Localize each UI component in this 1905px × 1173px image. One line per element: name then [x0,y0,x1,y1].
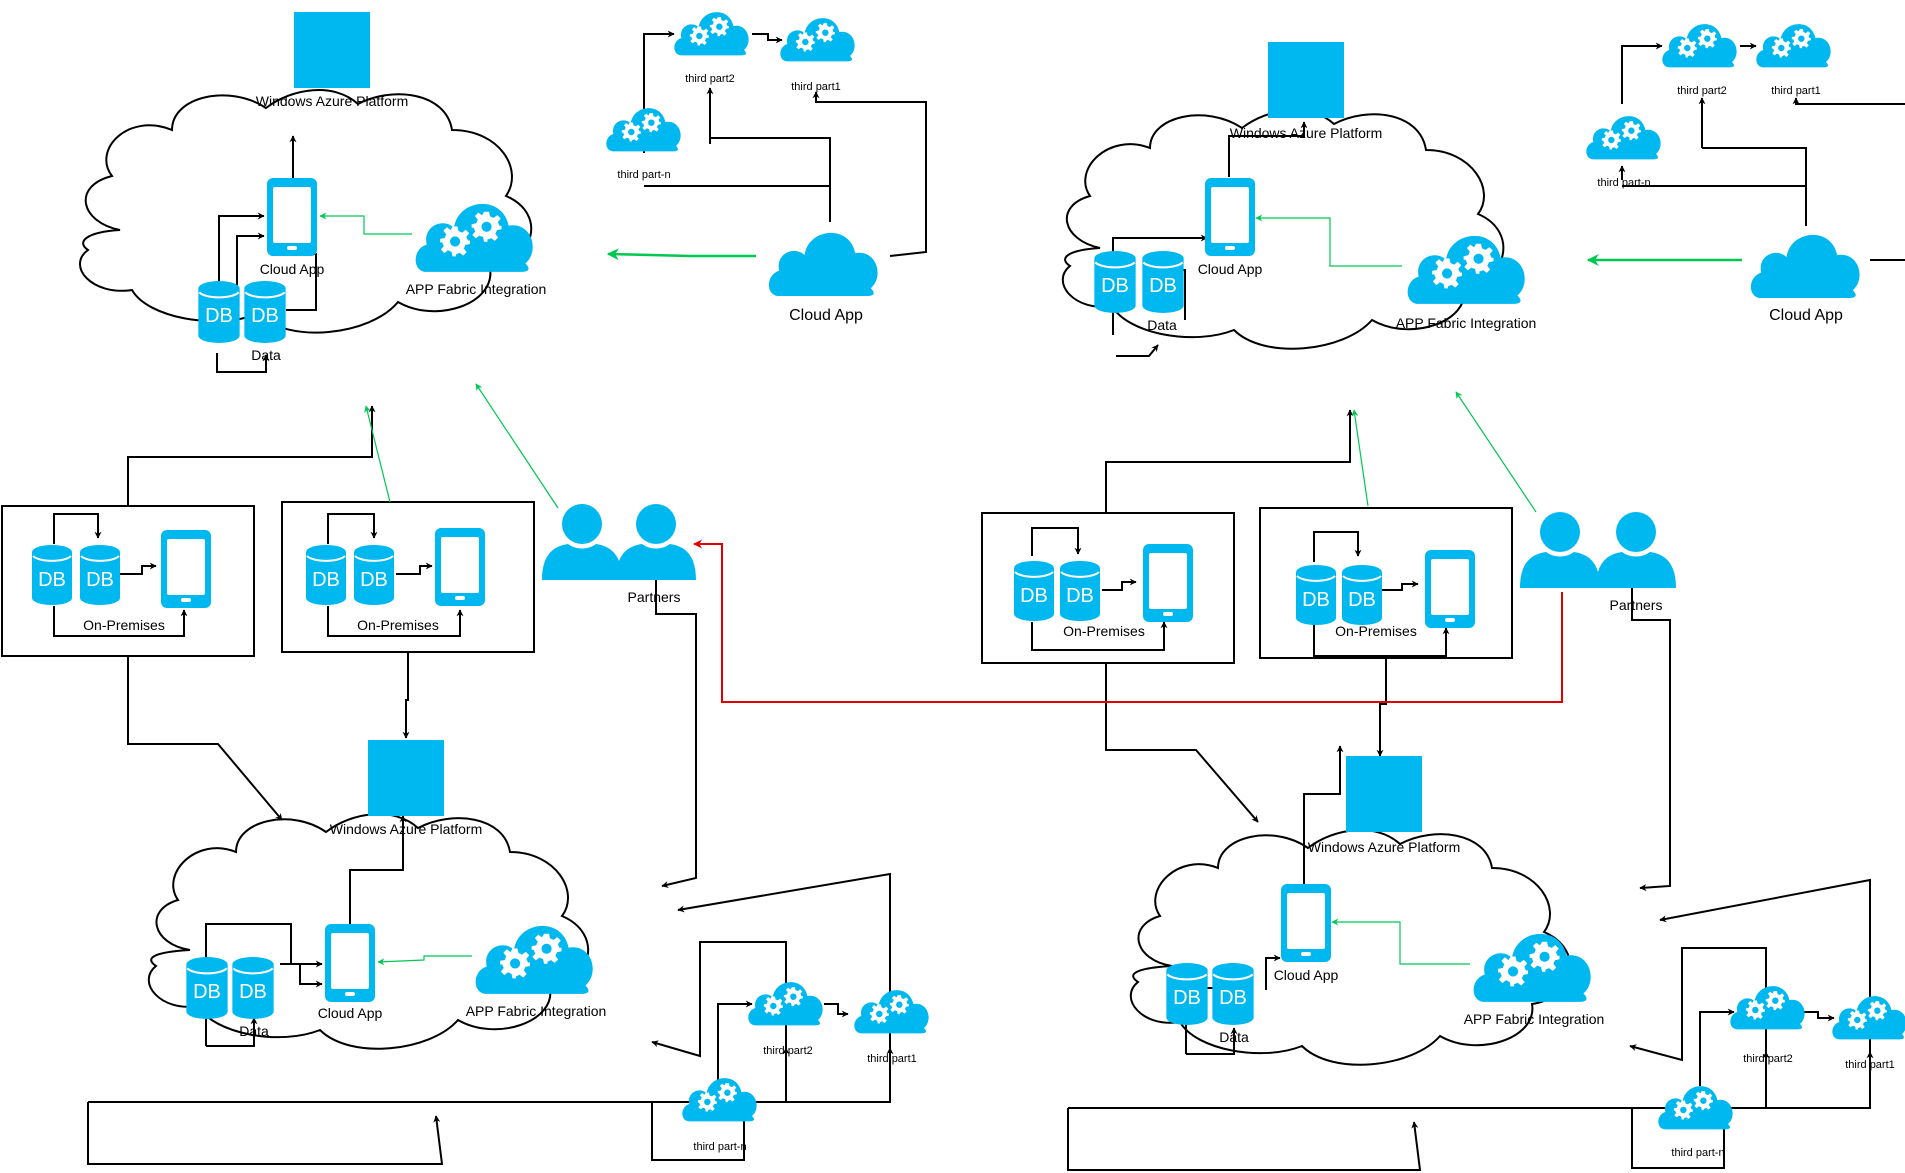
phone-icon [267,178,317,256]
on-premises-label: On-Premises [83,617,165,633]
db-label: DB [360,569,388,591]
azure-platform-label: Windows Azure Platform [256,93,409,109]
db-label: DB [1149,275,1177,297]
partners-icon [616,504,696,580]
partners-icon [1520,512,1600,588]
on-premises-label: On-Premises [1335,623,1417,639]
gear-cloud-icon [606,108,680,151]
db-label: DB [205,305,233,327]
db-label: DB [38,569,66,591]
gear-cloud-icon [748,982,822,1025]
azure-cloud-bottom-right [1129,829,1572,1066]
db-label: DB [193,981,221,1003]
phone-icon [435,528,485,606]
db-labels: DB DB DB DB DB DB DB DB DB DB DB DB DB D… [38,275,1376,1009]
db-label: DB [1219,987,1247,1009]
phone-icon [1281,884,1331,962]
cloud-icon [1750,234,1860,299]
cloud-app-label: Cloud App [1769,307,1843,324]
third-part2-label: third part2 [685,73,735,85]
gear-cloud-icon [1730,986,1804,1029]
db-label: DB [86,569,114,591]
partners-group-left [542,504,696,580]
data-label: Data [251,347,281,363]
phone-icon [1425,550,1475,628]
db-label: DB [1066,585,1094,607]
azure-square-icon [1268,42,1344,118]
third-part2-label: third part2 [1743,1053,1793,1065]
third-part1-label: third part1 [867,1053,917,1065]
azure-platform-label: Windows Azure Platform [330,821,483,837]
partners-label: Partners [628,589,681,605]
third-partn-label: third part-n [617,169,670,181]
app-fabric-label: APP Fabric Integration [466,1003,607,1019]
cloud-app-label: Cloud App [789,307,863,324]
cloud-app-label: Cloud App [1274,967,1339,983]
db-label: DB [312,569,340,591]
db-label: DB [1302,589,1330,611]
azure-square-icon [294,12,370,88]
db-label: DB [251,305,279,327]
partners-label: Partners [1610,597,1663,613]
gear-cloud-icon [1586,116,1660,159]
third-part1-label: third part1 [1845,1059,1895,1071]
cloud-icon [768,232,878,297]
db-label: DB [1173,987,1201,1009]
third-partn-label: third part-n [1671,1147,1724,1159]
green-links [319,212,1742,966]
azure-platform-label: Windows Azure Platform [1308,839,1461,855]
phone-icon [1143,544,1193,622]
cloud-app-label: Cloud App [318,1005,383,1021]
db-label: DB [1348,589,1376,611]
azure-square-icon [368,740,444,816]
gear-cloud-icon [682,1078,756,1121]
data-label: Data [239,1023,269,1039]
labels: Windows Azure Platform Windows Azure Pla… [83,73,1895,1159]
third-part2-label: third part2 [763,1045,813,1057]
gear-cloud-icon [1756,24,1830,67]
data-label: Data [1147,317,1177,333]
cloud-app-label: Cloud App [260,261,325,277]
gear-cloud-icon [780,18,854,61]
partners-icon [542,504,622,580]
db-label: DB [239,981,267,1003]
partners-icon [1596,512,1676,588]
cloud-app-label: Cloud App [1198,261,1263,277]
data-label: Data [1219,1029,1249,1045]
gear-cloud-icon [854,990,928,1033]
gear-cloud-icon [1658,1086,1732,1129]
third-partn-label: third part-n [693,1141,746,1153]
app-fabric-label: APP Fabric Integration [1464,1011,1605,1027]
phone-icon [161,530,211,608]
app-fabric-label: APP Fabric Integration [1396,315,1537,331]
gear-cloud-icon [1662,24,1736,67]
azure-square-icon [1346,756,1422,832]
db-label: DB [1101,275,1129,297]
azure-platform-label: Windows Azure Platform [1230,125,1383,141]
red-link [693,539,1563,703]
on-premises-label: On-Premises [1063,623,1145,639]
third-part1-label: third part1 [791,81,841,93]
third-part1-label: third part1 [1771,85,1821,97]
phone-icon [325,924,375,1002]
azure-cloud-top-right [1061,109,1505,350]
partners-group-right [1520,512,1676,588]
phone-icon [1205,178,1255,256]
db-label: DB [1020,585,1048,607]
gear-cloud-icon [1832,996,1905,1039]
third-partn-label: third part-n [1597,177,1650,189]
on-premises-label: On-Premises [357,617,439,633]
app-fabric-label: APP Fabric Integration [406,281,547,297]
third-part2-label: third part2 [1677,85,1727,97]
gear-cloud-icon [674,12,748,55]
